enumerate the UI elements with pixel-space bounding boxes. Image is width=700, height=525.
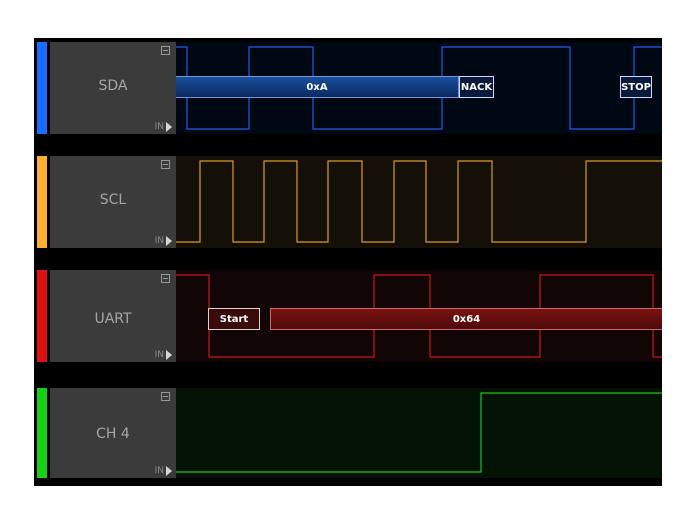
collapse-icon[interactable] xyxy=(161,46,170,55)
waveform-sda xyxy=(176,46,662,130)
channel-color-bar xyxy=(37,156,47,248)
play-icon xyxy=(166,122,172,132)
decode-stop[interactable]: STOP xyxy=(620,76,652,98)
channel-name: SCL xyxy=(99,192,127,208)
waveform-ch4 xyxy=(176,392,662,473)
channel-color-bar xyxy=(37,388,47,478)
input-label: IN xyxy=(154,466,164,476)
channel-label-panel[interactable]: UART IN xyxy=(50,270,176,362)
decode-label: 0x64 xyxy=(452,313,481,325)
play-icon xyxy=(166,350,172,360)
channel-sda: SDA IN 0xA NACK STOP xyxy=(34,42,662,134)
channel-name: SDA xyxy=(98,78,128,94)
waveform-area-ch4[interactable] xyxy=(176,388,662,478)
input-label: IN xyxy=(154,122,164,132)
input-indicator[interactable]: IN xyxy=(155,236,172,246)
waveform-area-uart[interactable]: Start 0x64 xyxy=(176,270,662,362)
decode-data-0xA[interactable]: 0xA xyxy=(176,76,459,98)
channel-color-bar xyxy=(37,270,47,362)
decode-label: 0xA xyxy=(306,81,328,93)
channel-color-bar xyxy=(37,42,47,134)
channel-label-panel[interactable]: CH 4 IN xyxy=(50,388,176,478)
channel-uart: UART IN Start 0x64 xyxy=(34,270,662,362)
decode-label: Start xyxy=(219,313,249,325)
input-indicator[interactable]: IN xyxy=(155,122,172,132)
decode-start[interactable]: Start xyxy=(208,308,260,330)
input-indicator[interactable]: IN xyxy=(155,466,172,476)
input-label: IN xyxy=(154,350,164,360)
decode-nack[interactable]: NACK xyxy=(459,76,494,98)
waveform-scl xyxy=(176,160,662,243)
channel-ch4: CH 4 IN xyxy=(34,388,662,478)
channel-name: UART xyxy=(94,311,132,327)
channel-scl: SCL IN xyxy=(34,156,662,248)
collapse-icon[interactable] xyxy=(161,274,170,283)
waveform-area-sda[interactable]: 0xA NACK STOP xyxy=(176,42,662,134)
play-icon xyxy=(166,236,172,246)
logic-analyzer-viewer: SDA IN 0xA NACK STOP SCL xyxy=(34,38,662,486)
play-icon xyxy=(166,466,172,476)
channel-label-panel[interactable]: SDA IN xyxy=(50,42,176,134)
collapse-icon[interactable] xyxy=(161,392,170,401)
channel-name: CH 4 xyxy=(96,426,130,442)
channel-label-panel[interactable]: SCL IN xyxy=(50,156,176,248)
decode-data-0x64[interactable]: 0x64 xyxy=(270,308,662,330)
input-indicator[interactable]: IN xyxy=(155,350,172,360)
collapse-icon[interactable] xyxy=(161,160,170,169)
decode-label: NACK xyxy=(460,81,493,93)
waveform-area-scl[interactable] xyxy=(176,156,662,248)
decode-label: STOP xyxy=(621,81,651,93)
input-label: IN xyxy=(154,236,164,246)
